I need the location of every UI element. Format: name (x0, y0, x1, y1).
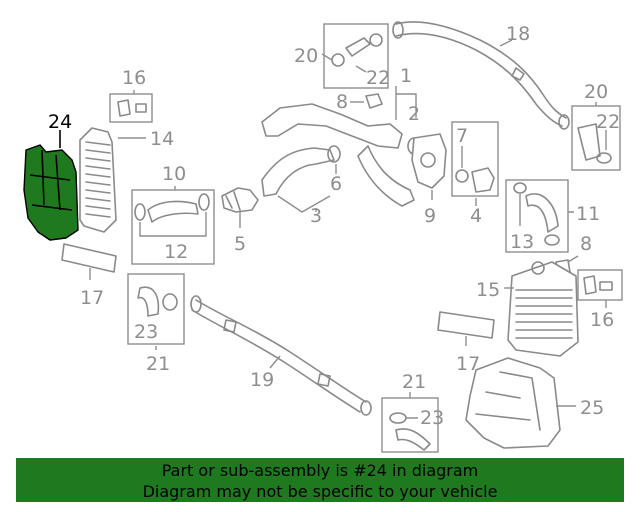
parts-diagram: 24 14 16 17 10 12 5 (23, 21, 623, 453)
callout-18: 18 (506, 23, 530, 45)
callout-22a: 22 (366, 67, 390, 89)
callout-17b: 17 (456, 353, 480, 375)
callout-8b: 8 (580, 233, 592, 255)
callout-16a: 16 (122, 67, 146, 89)
callout-12: 12 (164, 241, 188, 263)
callout-23b: 23 (420, 407, 444, 429)
callout-8a: 8 (336, 91, 348, 113)
banner-line-disclaimer: Diagram may not be specific to your vehi… (142, 482, 498, 501)
callout-3: 3 (310, 205, 322, 227)
callout-19: 19 (250, 369, 274, 391)
part-20-hose-box-right (571, 102, 621, 171)
part-9-throttle-body (411, 133, 447, 200)
notice-banner: Part or sub-assembly is #24 in diagram D… (16, 458, 624, 502)
part-21-hose-box-lower (381, 392, 439, 453)
part-17-seal-right (437, 311, 495, 346)
part-16-bracket-left (109, 90, 153, 123)
part-16-bracket-right (577, 269, 623, 308)
callout-10: 10 (162, 163, 186, 185)
part-3-charge-pipe (261, 145, 341, 213)
part-15-intercooler (504, 261, 579, 357)
callout-21b: 21 (402, 371, 426, 393)
callout-20b: 20 (584, 81, 608, 103)
callout-16b: 16 (590, 309, 614, 331)
callout-6: 6 (330, 173, 342, 195)
part-4-box (451, 121, 499, 206)
callout-9: 9 (424, 205, 436, 227)
callout-21a: 21 (146, 353, 170, 375)
part-8-sensor-top (350, 93, 383, 109)
callout-2: 2 (408, 103, 420, 125)
part-5-connector (221, 187, 259, 228)
part-1-upper-pipe (261, 86, 417, 207)
callout-7: 7 (456, 125, 468, 147)
callout-22b: 22 (596, 111, 620, 133)
callout-5: 5 (234, 233, 246, 255)
banner-line-part: Part or sub-assembly is #24 in diagram (161, 461, 479, 480)
callout-14: 14 (150, 128, 174, 150)
part-14-intercooler (79, 127, 146, 233)
callout-11: 11 (576, 203, 600, 225)
part-21-hose-box-left (127, 273, 185, 350)
callout-17a: 17 (80, 287, 104, 309)
part-20-hose-box-top (321, 23, 389, 89)
part-24-air-guide[interactable] (23, 130, 79, 241)
part-11-hose-box (505, 179, 574, 253)
callout-13: 13 (510, 231, 534, 253)
callout-20a: 20 (294, 45, 318, 67)
part-19-lower-pipe (190, 295, 372, 416)
callout-1: 1 (400, 65, 412, 87)
callout-4: 4 (470, 205, 482, 227)
part-17-seal-left (61, 243, 117, 280)
callout-24: 24 (48, 111, 72, 133)
part-25-air-guide (465, 357, 576, 449)
callout-15: 15 (476, 279, 500, 301)
callout-25: 25 (580, 397, 604, 419)
part-10-hose-box (131, 186, 215, 265)
part-18-pipe (392, 21, 570, 130)
callout-23a: 23 (134, 321, 158, 343)
